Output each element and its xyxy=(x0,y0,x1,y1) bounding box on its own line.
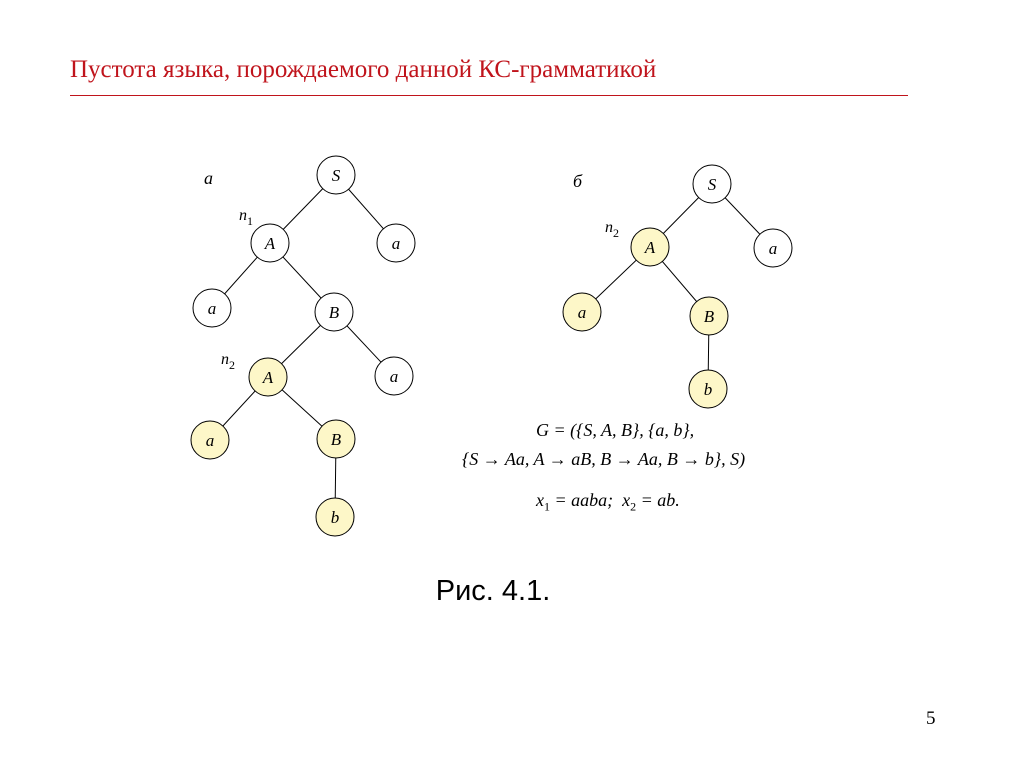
tree-node: A xyxy=(248,357,288,397)
node-circle xyxy=(374,356,414,396)
node-label: A xyxy=(644,238,656,257)
title-divider xyxy=(70,95,908,96)
node-circle xyxy=(562,292,602,332)
x1-value: = aaba; xyxy=(550,490,623,510)
tree-node: A xyxy=(250,223,290,263)
node-label: S xyxy=(332,166,341,185)
x2-value: = ab. xyxy=(636,490,680,510)
node-label: a xyxy=(769,239,778,258)
node-label: A xyxy=(264,234,276,253)
node-circle xyxy=(248,357,288,397)
panel-label-a: a xyxy=(204,168,213,188)
tree-node: a xyxy=(190,420,230,460)
tree-node: a xyxy=(376,223,416,263)
tree-node: S xyxy=(692,164,732,204)
node-label: a xyxy=(208,299,217,318)
node-circle xyxy=(376,223,416,263)
node-label: a xyxy=(390,367,399,386)
node-label: b xyxy=(331,508,340,527)
grammar-rules: {S → Aa, A → aB, B → Aa, B → b}, S) xyxy=(462,449,746,469)
marker-subscript: 2 xyxy=(613,226,619,240)
panel-label-b: б xyxy=(573,171,583,191)
tree-node: S xyxy=(316,155,356,195)
slide-title: Пустота языка, порождаемого данной КС-гр… xyxy=(70,56,657,83)
tree-node: B xyxy=(316,419,356,459)
marker-n2-tree-b: n2 xyxy=(605,219,619,240)
node-circle xyxy=(316,419,356,459)
tree-node: a xyxy=(753,228,793,268)
node-label: B xyxy=(329,303,340,322)
marker-letter: n xyxy=(221,351,229,368)
node-label: B xyxy=(704,307,715,326)
node-label: B xyxy=(331,430,342,449)
tree-a-edges xyxy=(209,174,397,518)
tree-b-edges xyxy=(581,183,774,390)
tree-node: a xyxy=(562,292,602,332)
node-circle xyxy=(315,497,355,537)
node-label: b xyxy=(704,380,713,399)
node-circle xyxy=(692,164,732,204)
node-circle xyxy=(689,296,729,336)
marker-n2-tree-a: n2 xyxy=(221,351,235,372)
marker-n1-tree-a: n1 xyxy=(239,207,253,228)
grammar-line-2: {S → Aa, A → aB, B → Aa, B → b}, S) xyxy=(462,449,745,470)
node-circle xyxy=(190,420,230,460)
page-number: 5 xyxy=(926,708,936,729)
node-label: a xyxy=(206,431,215,450)
x2-subscript: 2 xyxy=(630,499,637,514)
node-circle xyxy=(314,292,354,332)
tree-a-nodes: S A a a B A a a B b xyxy=(190,155,416,537)
tree-node: b xyxy=(315,497,355,537)
tree-node: a xyxy=(374,356,414,396)
marker-letter: n xyxy=(239,207,247,224)
example-strings: x1 = aaba; x2 = ab. xyxy=(536,490,680,515)
x1-name: x xyxy=(536,490,544,510)
marker-letter: n xyxy=(605,219,613,236)
marker-subscript: 2 xyxy=(229,358,235,372)
node-circle xyxy=(316,155,356,195)
node-circle xyxy=(688,369,728,409)
grammar-definition: G = ({S, A, B}, {a, b}, xyxy=(536,420,695,440)
node-label: a xyxy=(578,303,587,322)
tree-node: A xyxy=(630,227,670,267)
figure-caption: Рис. 4.1. xyxy=(435,575,551,607)
x2-name: x xyxy=(622,490,631,510)
grammar-line-1: G = ({S, A, B}, {a, b}, xyxy=(536,420,694,441)
node-circle xyxy=(753,228,793,268)
node-label: A xyxy=(262,368,274,387)
node-label: a xyxy=(392,234,401,253)
marker-subscript: 1 xyxy=(247,214,253,228)
node-circle xyxy=(250,223,290,263)
tree-node: a xyxy=(192,288,232,328)
tree-b-nodes: S A a a B b xyxy=(562,164,793,409)
tree-node: b xyxy=(688,369,728,409)
tree-node: B xyxy=(314,292,354,332)
node-circle xyxy=(630,227,670,267)
node-circle xyxy=(192,288,232,328)
x1-subscript: 1 xyxy=(544,499,550,514)
node-label: S xyxy=(708,175,717,194)
tree-node: B xyxy=(689,296,729,336)
